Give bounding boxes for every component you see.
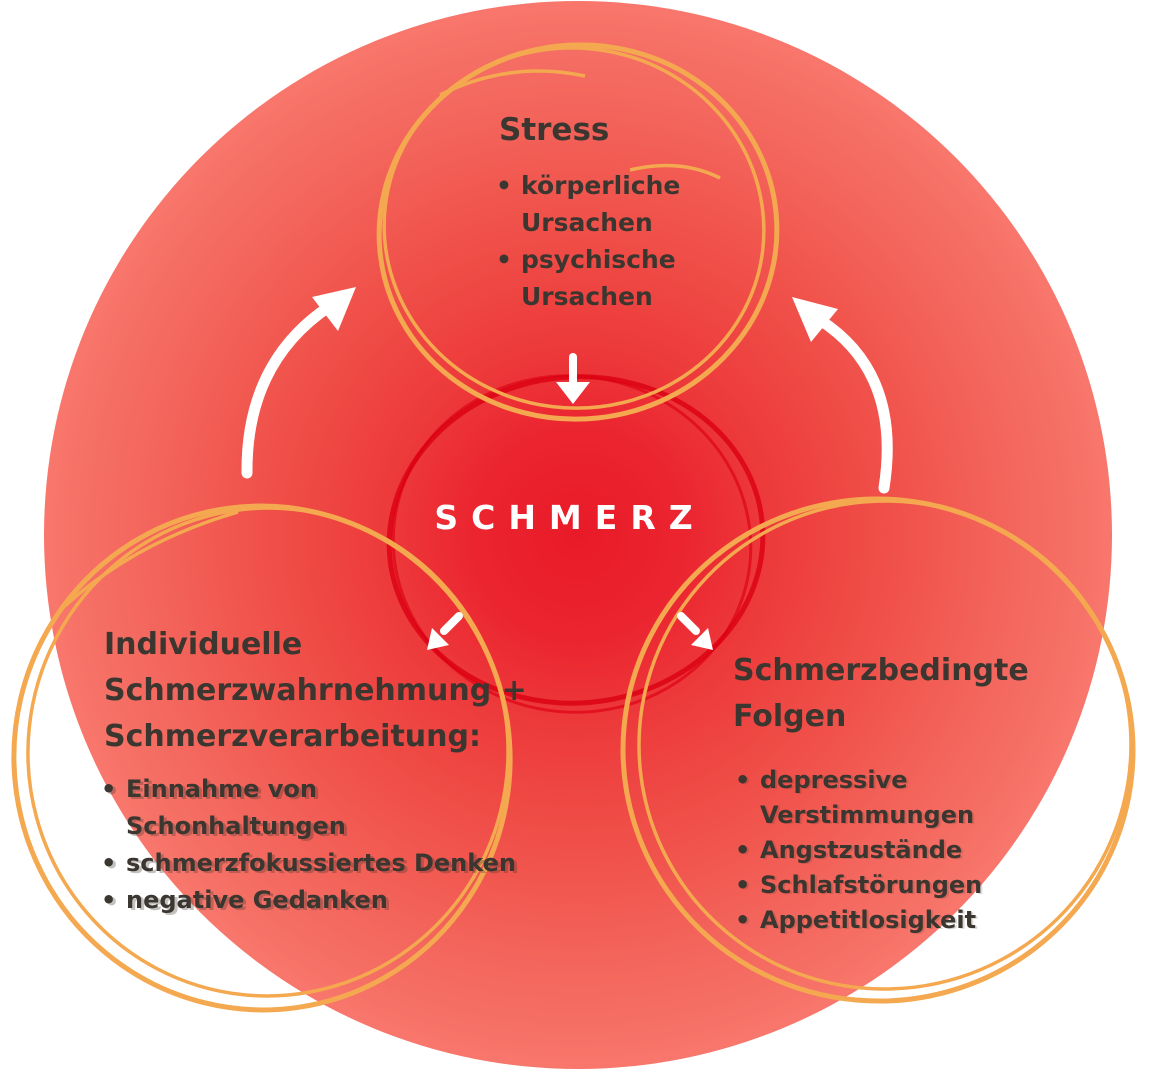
arrow-schmerz-to-consequences-icon [677, 612, 713, 650]
stress-title: Stress [499, 112, 610, 148]
perception-title-line: Schmerzwahrnehmung + [104, 673, 527, 708]
consequences-bullet: Appetitlosigkeit [735, 903, 1115, 938]
perception-bullet: negative Gedanken [101, 882, 531, 919]
consequences-bullet: Angstzustände [735, 833, 1115, 868]
consequences-title-line: Folgen [733, 699, 847, 734]
cycle-arrow-up-right-icon [241, 287, 356, 479]
center-label: SCHMERZ [434, 498, 706, 537]
stress-bullet: psychische Ursachen [496, 241, 696, 315]
perception-bullet-list: Einnahme von Schonhaltungen schmerzfokus… [101, 771, 531, 919]
consequences-title: Schmerzbedingte Folgen [733, 648, 1029, 740]
consequences-sketch-circle [620, 163, 1136, 1004]
consequences-bullet: depressive Verstimmungen [735, 763, 1115, 833]
stress-sketch-circle [376, 42, 780, 422]
perception-title-line: Individuelle [104, 627, 303, 662]
consequences-bullet: Schlafstörungen [735, 868, 1115, 903]
cycle-arrow-up-left-icon [792, 297, 893, 494]
perception-bullet: schmerzfokussiertes Denken [101, 845, 531, 882]
perception-title: Individuelle Schmerzwahrnehmung + Schmer… [104, 622, 527, 760]
stress-bullet: körperliche Ursachen [496, 167, 696, 241]
perception-bullet: Einnahme von Schonhaltungen [101, 771, 531, 845]
perception-title-line: Schmerzverarbeitung: [104, 719, 481, 754]
arrow-stress-to-schmerz-icon [556, 353, 590, 404]
arrow-schmerz-to-perception-icon [427, 612, 463, 650]
consequences-title-line: Schmerzbedingte [733, 653, 1029, 688]
stress-bullet-list: körperliche Ursachen psychische Ursachen [496, 167, 696, 315]
consequences-bullet-list: depressive Verstimmungen Angstzustände S… [735, 763, 1115, 938]
